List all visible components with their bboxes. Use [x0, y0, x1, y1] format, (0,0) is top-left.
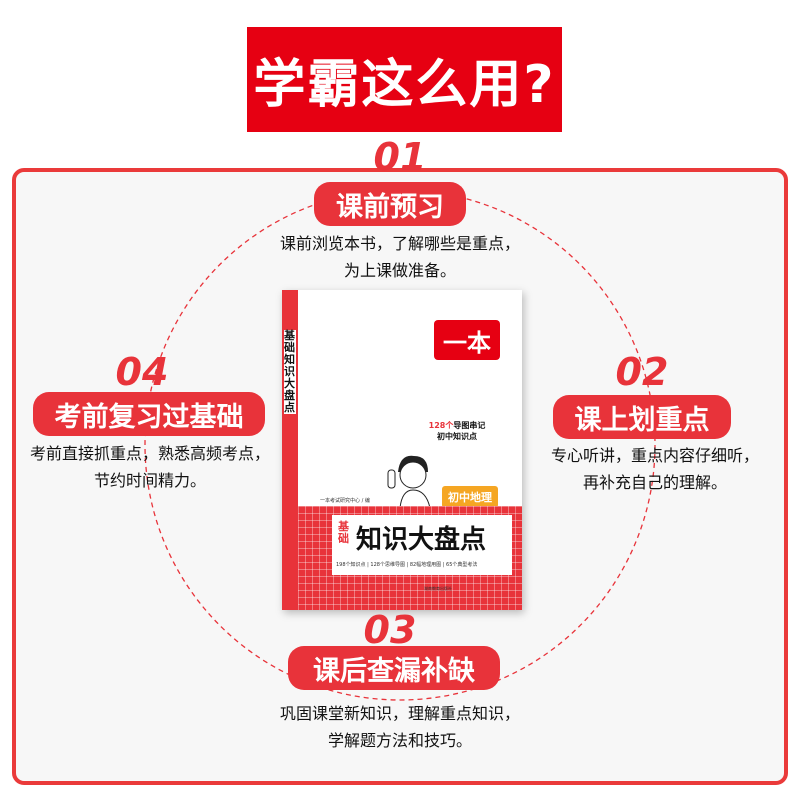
step-desc: 课前浏览本书，了解哪些是重点，为上课做准备。 — [279, 234, 520, 280]
step-label: 课后查漏补缺 — [288, 646, 500, 690]
step-number: 04 — [115, 350, 169, 394]
step-label: 课前预习 — [314, 182, 466, 226]
step-number: 03 — [363, 608, 417, 652]
book-slogan: 128个导图串记初中知识点 — [428, 421, 486, 441]
step-number: 02 — [615, 350, 669, 394]
step-desc: 考前直接抓重点，熟悉高频考点，节约时间精力。 — [29, 444, 270, 490]
step-number: 01 — [373, 135, 427, 179]
book-cover: 基础知识大盘点 一本 128个导图串记初中知识点 初中地理 一本考试研究中心 /… — [282, 290, 522, 610]
step-desc: 专心听讲，重点内容仔细听，再补充自己的理解。 — [550, 446, 759, 492]
book-spine: 基础知识大盘点 — [282, 290, 298, 610]
book-title-card: 基础 知识大盘点 198个知识点 | 128个思维导图 | 82幅地理用图 | … — [332, 515, 512, 575]
cartoon-boy-illustration — [387, 455, 431, 508]
step-desc: 巩固课堂新知识，理解重点知识，学解题方法和技巧。 — [279, 704, 520, 750]
step-label: 课上划重点 — [553, 395, 731, 439]
subject-badge: 初中地理 — [442, 486, 498, 508]
page-title: 学霸这么用? — [247, 27, 562, 132]
brand-logo: 一本 — [434, 320, 500, 360]
step-label: 考前复习过基础 — [33, 392, 265, 436]
